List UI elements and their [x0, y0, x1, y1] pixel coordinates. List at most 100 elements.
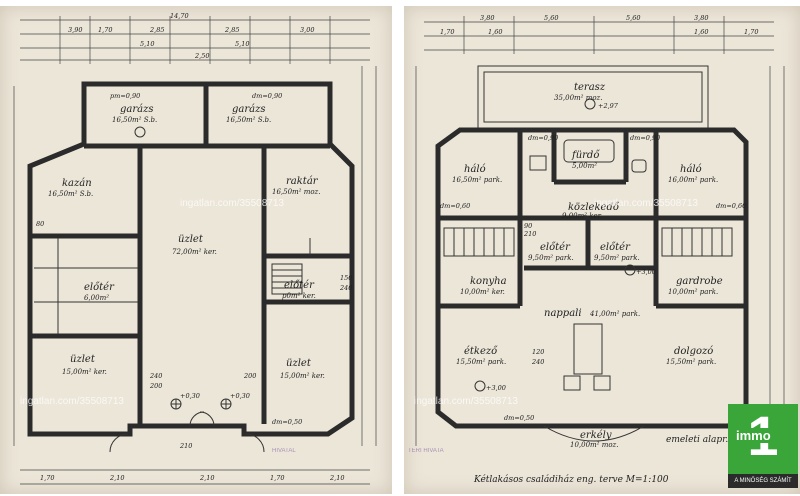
- room-shop-left-area: 15,00m² ker.: [62, 368, 107, 376]
- top-dim-4: 2,85: [224, 26, 239, 34]
- r-level-top: +2,97: [598, 102, 619, 110]
- r-stamp-text: TERI HIVATA: [408, 448, 444, 454]
- label-dim-e: 80: [36, 220, 44, 228]
- r-room-terrace-area: 35,00m² moz.: [554, 94, 602, 102]
- bottom-dim-0: 1,70: [40, 474, 54, 482]
- room-hall-left-name: előtér: [84, 282, 115, 293]
- r-top-dim-1: 5,60: [544, 14, 558, 22]
- top-dim-6: 5,10: [140, 40, 154, 48]
- label-level-2: +0,30: [230, 392, 250, 400]
- r-dm-b: dm=0,90: [630, 134, 660, 142]
- upper-floor-plan-drawing: 3,80 5,60 5,60 3,80 1,70 1,60 1,60 1,70: [408, 14, 785, 485]
- room-shop-main-name: üzlet: [178, 234, 204, 245]
- room-shop-right-name: üzlet: [286, 358, 312, 369]
- r-room-balcony-area: 10,00m² moz.: [570, 441, 618, 449]
- bottom-dim-4: 2,10: [329, 474, 344, 482]
- label-dm-top-right: dm=0,90: [252, 92, 282, 100]
- r-room-dining-name: étkező: [464, 346, 498, 357]
- room-garage-1-name: garázs: [120, 104, 154, 115]
- room-garage-1-area: 16,50m² S.b.: [112, 116, 157, 124]
- label-dim-d: 240: [339, 284, 352, 292]
- r-top-dim-5: 1,60: [488, 28, 502, 36]
- r-room-hall-1-name: előtér: [540, 242, 571, 253]
- r-watermark-center: ingatlan.com/35508713: [594, 198, 698, 209]
- logo-brand: immo: [734, 428, 773, 443]
- top-dim-7: 5,10: [235, 40, 249, 48]
- room-shop-main-area: 72,00m² ker.: [172, 248, 217, 256]
- r-room-dining-area: 15,50m² park.: [456, 358, 506, 366]
- logo-tagline: A MINŐSÉG SZÁMÍT: [728, 474, 798, 488]
- r-room-corridor-name: közlekedő: [568, 202, 620, 213]
- r-room-bath-area: 5,00m²: [572, 162, 597, 170]
- ground-floor-plan-sheet: 14,70 3,90 1,70 2,85 2,85 3,00 5,10 5,10…: [0, 6, 392, 494]
- r-dm-d: dm=0,60: [716, 202, 746, 210]
- r-room-wardrobe-area: 10,00m² park.: [668, 288, 718, 296]
- watermark-bottom: ingatlan.com/35508713: [20, 396, 124, 407]
- r-room-study-name: dolgozó: [674, 346, 713, 357]
- bottom-dim-1: 2,10: [109, 474, 124, 482]
- r-dim-a: 120: [532, 348, 544, 356]
- r-drawing-title: Kétlakásos családiház eng. terve M=1:100: [473, 474, 669, 485]
- label-dim-c: 150: [340, 274, 352, 282]
- room-storage-area: 16,50m² moz.: [272, 188, 320, 196]
- r-floor-note: emeleti alapr.: [666, 435, 728, 445]
- r-level-mid: +3,00: [636, 268, 656, 276]
- top-dim-0: 14,70: [170, 12, 189, 20]
- room-hall-right-area: p0m² ker.: [282, 292, 316, 300]
- top-dim-5: 3,00: [300, 26, 314, 34]
- r-room-bedroom-2-name: háló: [680, 164, 702, 175]
- r-room-bedroom-1-area: 16,50m² park.: [452, 176, 502, 184]
- top-dim-2: 1,70: [98, 26, 112, 34]
- label-dm-bottom: dm=0,50: [272, 418, 302, 426]
- r-level-low: +3,00: [486, 384, 506, 392]
- label-dim-a: 200: [149, 382, 162, 390]
- r-room-living-name: nappali: [544, 308, 582, 319]
- ground-floor-plan-drawing: 14,70 3,90 1,70 2,85 2,85 3,00 5,10 5,10…: [13, 12, 377, 485]
- room-hall-left-area: 6,00m²: [84, 294, 109, 302]
- r-top-dim-6: 1,60: [694, 28, 708, 36]
- r-room-study-area: 15,50m² park.: [666, 358, 716, 366]
- bottom-dim-3: 1,70: [270, 474, 284, 482]
- label-dim-f: 200: [243, 372, 256, 380]
- room-shop-left-name: üzlet: [70, 354, 96, 365]
- bottom-dim-2: 2,10: [199, 474, 214, 482]
- r-top-dim-3: 3,80: [694, 14, 708, 22]
- label-dim-b: 240: [149, 372, 162, 380]
- room-storage-name: raktár: [286, 176, 319, 187]
- r-dm-a: dm=0,90: [528, 134, 558, 142]
- r-room-bedroom-2-area: 16,00m² park.: [668, 176, 718, 184]
- label-dm-top-left: pm=0,90: [110, 92, 140, 100]
- room-hall-right-name: előtér: [284, 280, 315, 291]
- room-shop-right-area: 15,00m² ker.: [280, 372, 325, 380]
- room-boiler-name: kazán: [62, 178, 92, 189]
- r-dim-b: 240: [531, 358, 544, 366]
- top-dim-8: 2,50: [194, 52, 209, 60]
- r-dim-c: 90: [524, 222, 532, 230]
- r-room-kitchen-name: konyha: [470, 276, 507, 287]
- label-dim-g: 210: [179, 442, 192, 450]
- r-room-hall-2-name: előtér: [600, 242, 631, 253]
- r-top-dim-7: 1,70: [744, 28, 758, 36]
- r-dm-e: dm=0,50: [504, 414, 534, 422]
- upper-floor-plan-sheet: 3,80 5,60 5,60 3,80 1,70 1,60 1,60 1,70: [404, 6, 800, 494]
- r-top-dim-4: 1,70: [440, 28, 454, 36]
- top-dim-3: 2,85: [149, 26, 164, 34]
- r-dim-d: 210: [523, 230, 536, 238]
- r-room-hall-1-area: 9,50m² park.: [528, 254, 574, 262]
- r-top-dim-0: 3,80: [480, 14, 494, 22]
- r-watermark-bottom: ingatlan.com/35508713: [414, 396, 518, 407]
- r-room-kitchen-area: 10,00m² ker.: [460, 288, 505, 296]
- r-room-terrace-name: terasz: [574, 82, 606, 93]
- room-garage-2-area: 16,50m² S.b.: [226, 116, 271, 124]
- immo1-logo: 1 immo A MINŐSÉG SZÁMÍT: [728, 404, 798, 488]
- r-top-dim-2: 5,60: [626, 14, 640, 22]
- r-room-bath-name: fürdő: [571, 150, 600, 161]
- stamp-text: HIVATAL: [272, 448, 296, 454]
- watermark-center: ingatlan.com/35508713: [180, 198, 284, 209]
- r-room-wardrobe-name: gardrobe: [676, 276, 723, 287]
- r-room-corridor-area: 9,00m² ker.: [562, 212, 602, 220]
- room-garage-2-name: garázs: [232, 104, 266, 115]
- label-level-1: +0,30: [180, 392, 200, 400]
- top-dim-1: 3,90: [68, 26, 82, 34]
- r-dm-c: dm=0,60: [440, 202, 470, 210]
